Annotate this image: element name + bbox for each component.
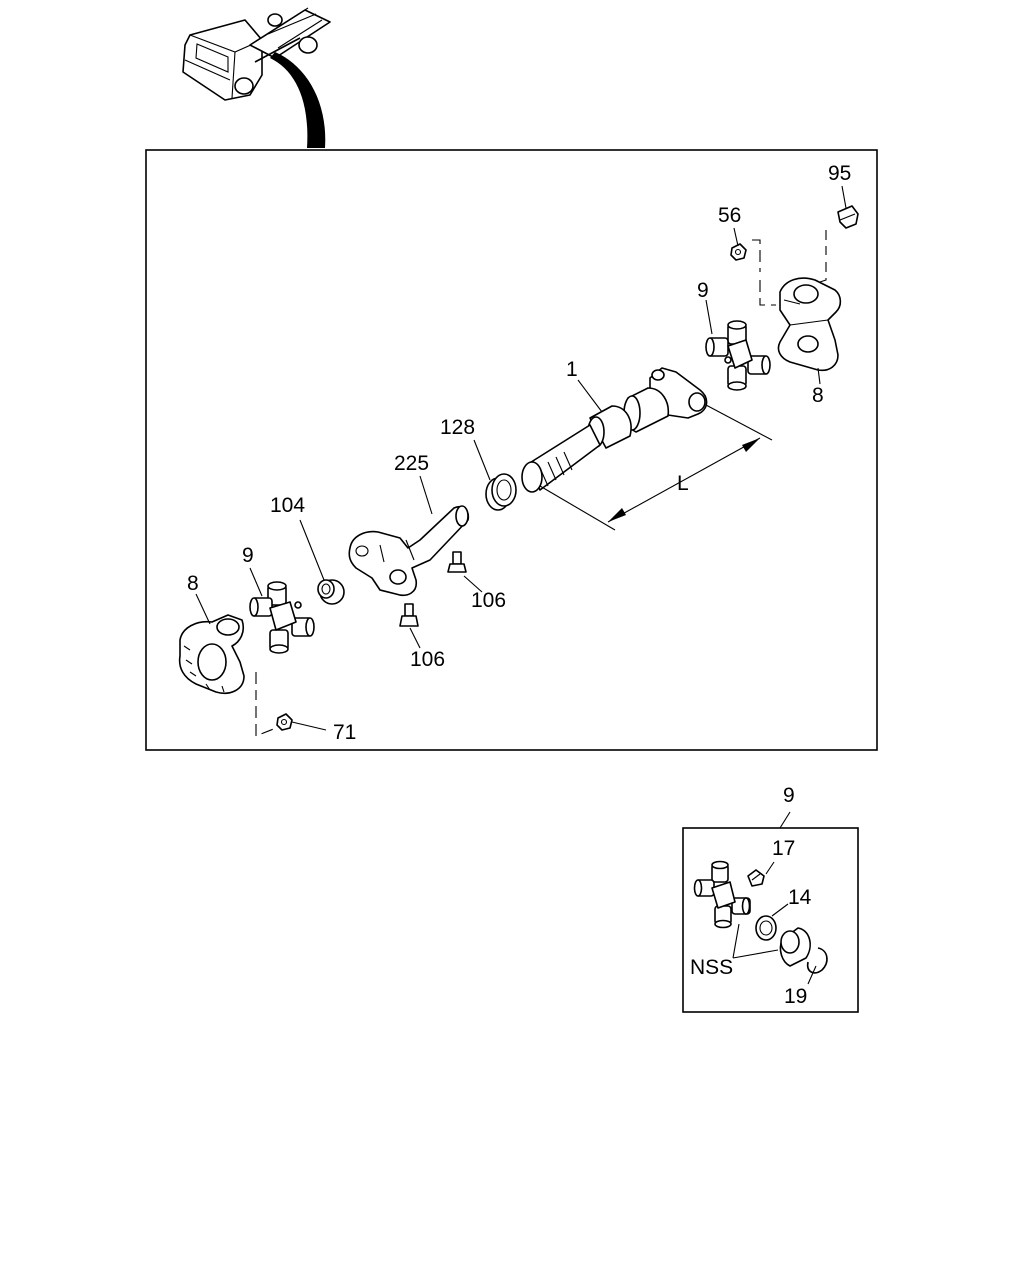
callout-1: 1 xyxy=(566,358,578,381)
nut-56-icon xyxy=(730,243,747,261)
inset-callout-14: 14 xyxy=(788,886,812,909)
universal-joint-right-icon xyxy=(705,320,771,391)
inset-callout-17: 17 xyxy=(772,837,795,860)
inset-bearing-cup-icon xyxy=(779,927,811,967)
grease-fitting-106-right-icon xyxy=(447,551,467,573)
dust-seal-128-icon xyxy=(485,473,517,511)
callout-104: 104 xyxy=(270,494,305,517)
callout-9-top: 9 xyxy=(697,279,709,302)
callout-8-left: 8 xyxy=(187,572,199,595)
slip-yoke-225-icon xyxy=(348,505,470,596)
inset-label-nss: NSS xyxy=(690,956,733,979)
flange-yoke-left-icon xyxy=(178,614,245,694)
inset-callout-19: 19 xyxy=(784,985,807,1008)
inset-snap-ring-19-icon xyxy=(806,947,828,974)
bolt-95-icon xyxy=(837,205,859,229)
grease-fitting-106-bottom-icon xyxy=(399,603,419,627)
main-diagram-frame xyxy=(145,149,878,751)
inset-spider-cross-icon xyxy=(693,860,751,929)
dimension-l-label: L xyxy=(677,472,689,495)
callout-106-right: 106 xyxy=(471,589,506,612)
callout-8-right: 8 xyxy=(812,384,824,407)
inset-seal-14-icon xyxy=(755,915,777,941)
callout-225: 225 xyxy=(394,452,429,475)
universal-joint-left-icon xyxy=(249,581,315,654)
flange-yoke-right-icon xyxy=(777,277,842,372)
callout-106-bottom: 106 xyxy=(410,648,445,671)
callout-128: 128 xyxy=(440,416,475,439)
callout-95: 95 xyxy=(828,162,851,185)
propeller-shaft-1-icon xyxy=(521,367,708,493)
inset-frame xyxy=(682,827,859,1013)
callout-56: 56 xyxy=(718,204,741,227)
dimension-l-indicator xyxy=(539,404,773,531)
callout-9-left: 9 xyxy=(242,544,254,567)
bushing-104-icon xyxy=(317,579,345,605)
nut-71-icon xyxy=(276,713,293,731)
inset-callout-9: 9 xyxy=(783,784,795,807)
truck-locator-icon xyxy=(182,7,331,148)
callout-71: 71 xyxy=(333,721,356,744)
inset-grease-nipple-17-icon xyxy=(747,869,765,887)
